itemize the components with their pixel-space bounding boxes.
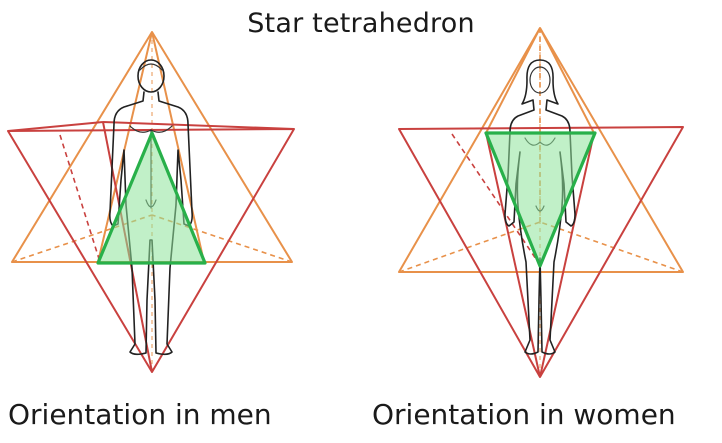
highlight-triangle-women <box>484 131 597 268</box>
star-tetrahedron-men <box>7 31 295 373</box>
caption-men: Orientation in men <box>8 398 272 431</box>
caption-women: Orientation in women <box>372 398 676 431</box>
upward-tetrahedron-women <box>398 27 684 273</box>
highlight-triangle-men <box>96 131 207 265</box>
star-tetrahedron-women <box>398 27 684 378</box>
diagram-title: Star tetrahedron <box>247 8 475 39</box>
